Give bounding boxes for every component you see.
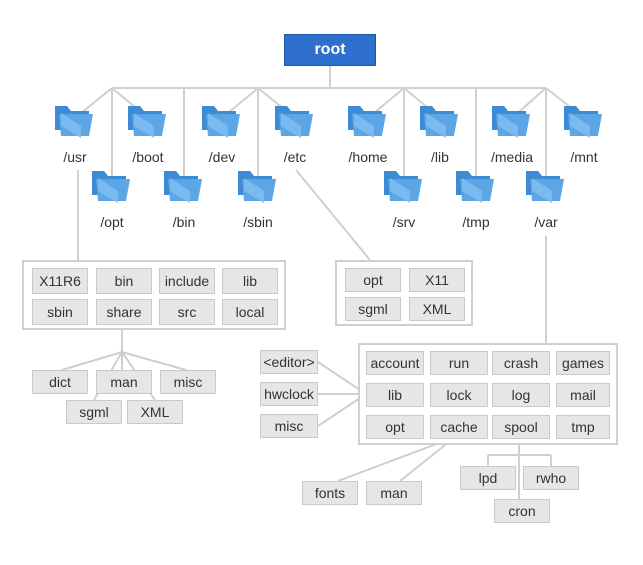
usr-child-box: local xyxy=(222,299,278,325)
var-child-box: spool xyxy=(492,415,550,439)
usr-child-box: lib xyxy=(222,268,278,294)
folder-icon xyxy=(53,100,97,140)
var-lib-child-box: <editor> xyxy=(260,350,318,374)
var-child-box: tmp xyxy=(556,415,610,439)
share-child-box: sgml xyxy=(66,400,122,424)
var-child-box: account xyxy=(366,351,424,375)
folder-icon xyxy=(382,165,426,205)
etc-child-box: X11 xyxy=(409,268,465,292)
var-lib-child-box: hwclock xyxy=(260,382,318,406)
folder-icon xyxy=(236,165,280,205)
folder-label-usr: /usr xyxy=(63,149,87,165)
usr-children-group: X11R6 bin include lib sbin share src loc… xyxy=(22,260,286,330)
folder-icon xyxy=(454,165,498,205)
root-node: root xyxy=(284,34,376,66)
etc-child-box: opt xyxy=(345,268,401,292)
folder-icon xyxy=(418,100,462,140)
folder-icon xyxy=(346,100,390,140)
folder-label-var: /var xyxy=(534,214,558,230)
var-lib-child-box: misc xyxy=(260,414,318,438)
spool-child-box: rwho xyxy=(523,466,579,490)
folder-label-bin: /bin xyxy=(172,214,196,230)
folder-icon xyxy=(126,100,170,140)
var-child-box: crash xyxy=(492,351,550,375)
etc-child-box: sgml xyxy=(345,297,401,321)
var-children-group: account run crash games lib lock log mai… xyxy=(358,343,618,445)
usr-child-box: X11R6 xyxy=(32,268,88,294)
var-child-box: cache xyxy=(430,415,488,439)
folder-label-tmp: /tmp xyxy=(462,214,490,230)
share-child-box: misc xyxy=(160,370,216,394)
folder-label-opt: /opt xyxy=(100,214,124,230)
folder-icon xyxy=(490,100,534,140)
var-child-box: lib xyxy=(366,383,424,407)
usr-child-box: share xyxy=(96,299,152,325)
folder-icon xyxy=(90,165,134,205)
etc-child-box: XML xyxy=(409,297,465,321)
folder-label-dev: /dev xyxy=(208,149,236,165)
folder-label-srv: /srv xyxy=(392,214,416,230)
folder-icon xyxy=(200,100,244,140)
usr-child-box: bin xyxy=(96,268,152,294)
folder-icon xyxy=(273,100,317,140)
var-child-box: lock xyxy=(430,383,488,407)
folder-label-home: /home xyxy=(348,149,388,165)
var-child-box: mail xyxy=(556,383,610,407)
usr-child-box: include xyxy=(159,268,215,294)
folder-label-media: /media xyxy=(490,149,534,165)
var-child-box: log xyxy=(492,383,550,407)
usr-child-box: sbin xyxy=(32,299,88,325)
var-child-box: games xyxy=(556,351,610,375)
spool-child-box: lpd xyxy=(460,466,516,490)
var-child-box: run xyxy=(430,351,488,375)
folder-label-boot: /boot xyxy=(132,149,164,165)
share-child-box: dict xyxy=(32,370,88,394)
folder-label-lib: /lib xyxy=(431,149,449,165)
var-child-box: opt xyxy=(366,415,424,439)
share-child-box: XML xyxy=(127,400,183,424)
folder-icon xyxy=(162,165,206,205)
folder-icon xyxy=(562,100,606,140)
spool-child-box: cron xyxy=(494,499,550,523)
cache-child-box: fonts xyxy=(302,481,358,505)
etc-children-group: opt X11 sgml XML xyxy=(335,260,473,326)
folder-icon xyxy=(524,165,568,205)
cache-child-box: man xyxy=(366,481,422,505)
usr-child-box: src xyxy=(159,299,215,325)
share-child-box: man xyxy=(96,370,152,394)
folder-label-sbin: /sbin xyxy=(243,214,273,230)
folder-label-mnt: /mnt xyxy=(570,149,598,165)
folder-label-etc: /etc xyxy=(283,149,307,165)
